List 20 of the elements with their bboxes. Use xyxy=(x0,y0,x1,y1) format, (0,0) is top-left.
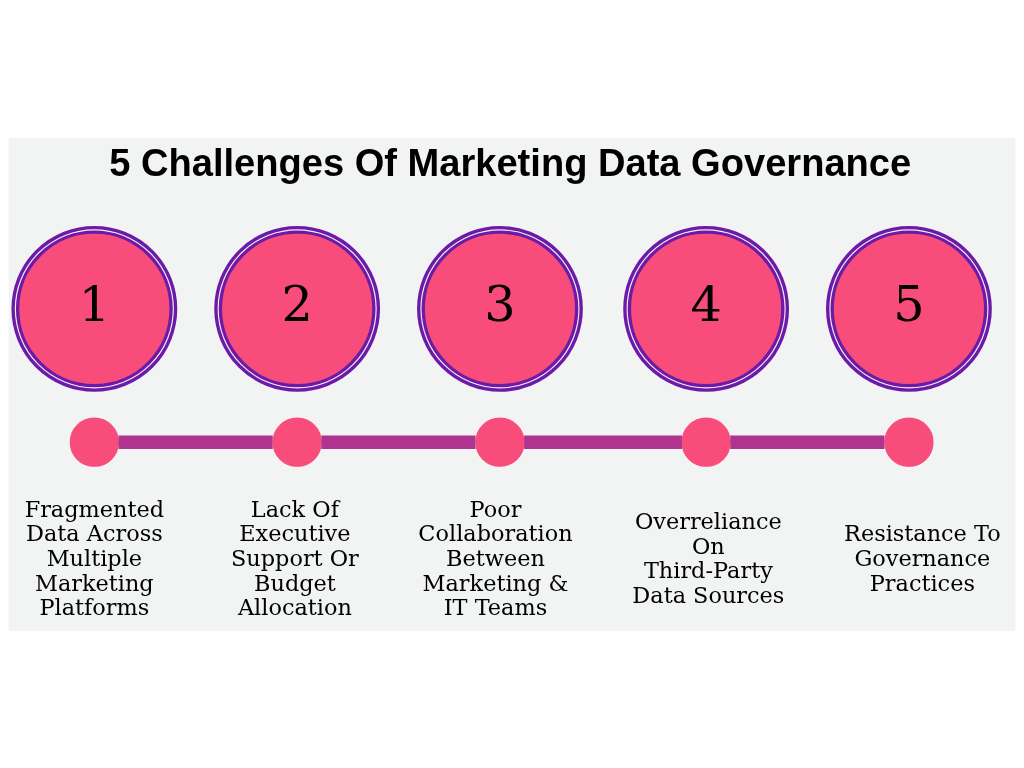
diagram-title: 5 Challenges Of Marketing Data Governance xyxy=(109,141,912,184)
node-circle xyxy=(475,417,525,467)
node-circle xyxy=(884,417,934,467)
node-circle: 4 xyxy=(623,225,790,392)
node-circle: 2 xyxy=(214,225,381,392)
node-label: Fragmented Data Across Multiple Marketing Platforms xyxy=(24,495,165,620)
node-label: Overreliance On Third-Party Data Sources xyxy=(632,507,785,608)
node-label: Poor Collaboration Between Marketing & IT Teams xyxy=(418,495,573,620)
connector xyxy=(524,434,682,449)
connector xyxy=(118,434,273,449)
node-label: Resistance To Governance Practices xyxy=(844,519,1001,596)
node-circle: 1 xyxy=(11,225,178,392)
connector xyxy=(321,434,476,449)
node-circle: 5 xyxy=(826,225,992,392)
connector xyxy=(730,434,885,449)
node-circle: 3 xyxy=(417,225,583,392)
node-label: Lack Of Executive Support Or Budget Allocation xyxy=(231,495,359,620)
node-circle xyxy=(681,417,731,467)
node-circle xyxy=(69,417,119,467)
node-circle xyxy=(272,417,322,467)
